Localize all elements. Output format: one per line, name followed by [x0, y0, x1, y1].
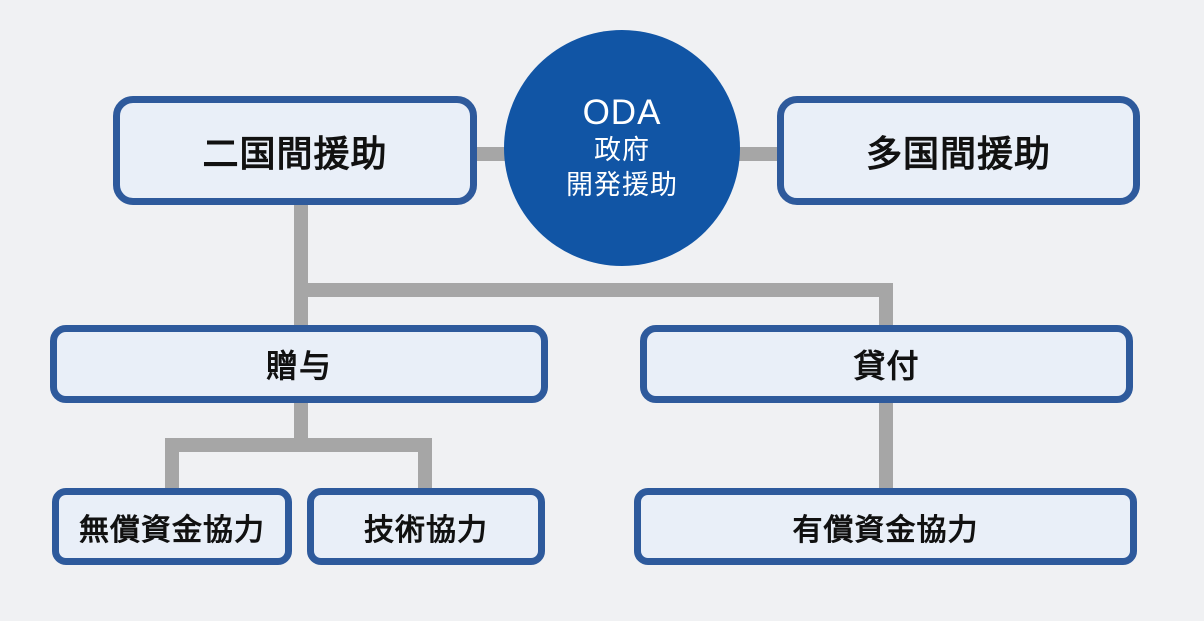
- oda-subtitle-development-aid: 開発援助: [566, 170, 678, 201]
- node-loan-aid-label: 有償資金協力: [792, 513, 979, 547]
- node-multilateral-aid-label: 多国間援助: [865, 132, 1051, 174]
- node-multilateral-aid: 多国間援助: [777, 96, 1140, 205]
- connector-grant-subbus: [165, 438, 432, 452]
- connector-subbus-to-technical: [418, 438, 432, 488]
- connector-loan-to-loan-aid: [879, 403, 893, 488]
- oda-title: ODA: [582, 92, 662, 132]
- oda-center-circle: ODA 政府 開発援助: [504, 30, 740, 266]
- node-loan-label: 貸付: [853, 348, 920, 384]
- node-loan: 貸付: [640, 325, 1133, 403]
- oda-subtitle-government: 政府: [594, 135, 650, 166]
- node-bilateral-aid: 二国間援助: [113, 96, 477, 205]
- node-grant-aid-label: 無償資金協力: [79, 513, 265, 547]
- connector-subbus-to-grant-aid: [165, 438, 179, 488]
- node-technical-cooperation: 技術協力: [307, 488, 545, 565]
- node-grant-aid: 無償資金協力: [52, 488, 292, 565]
- node-loan-aid: 有償資金協力: [634, 488, 1137, 565]
- node-bilateral-aid-label: 二国間援助: [202, 132, 388, 174]
- node-grant-label: 贈与: [265, 348, 332, 384]
- connector-horizontal-bus: [294, 283, 893, 297]
- connector-bus-to-loan: [879, 283, 893, 325]
- node-technical-cooperation-label: 技術協力: [364, 513, 488, 547]
- connector-bilateral-drop: [294, 205, 308, 325]
- connector-grant-stub: [294, 403, 308, 445]
- node-grant: 贈与: [50, 325, 548, 403]
